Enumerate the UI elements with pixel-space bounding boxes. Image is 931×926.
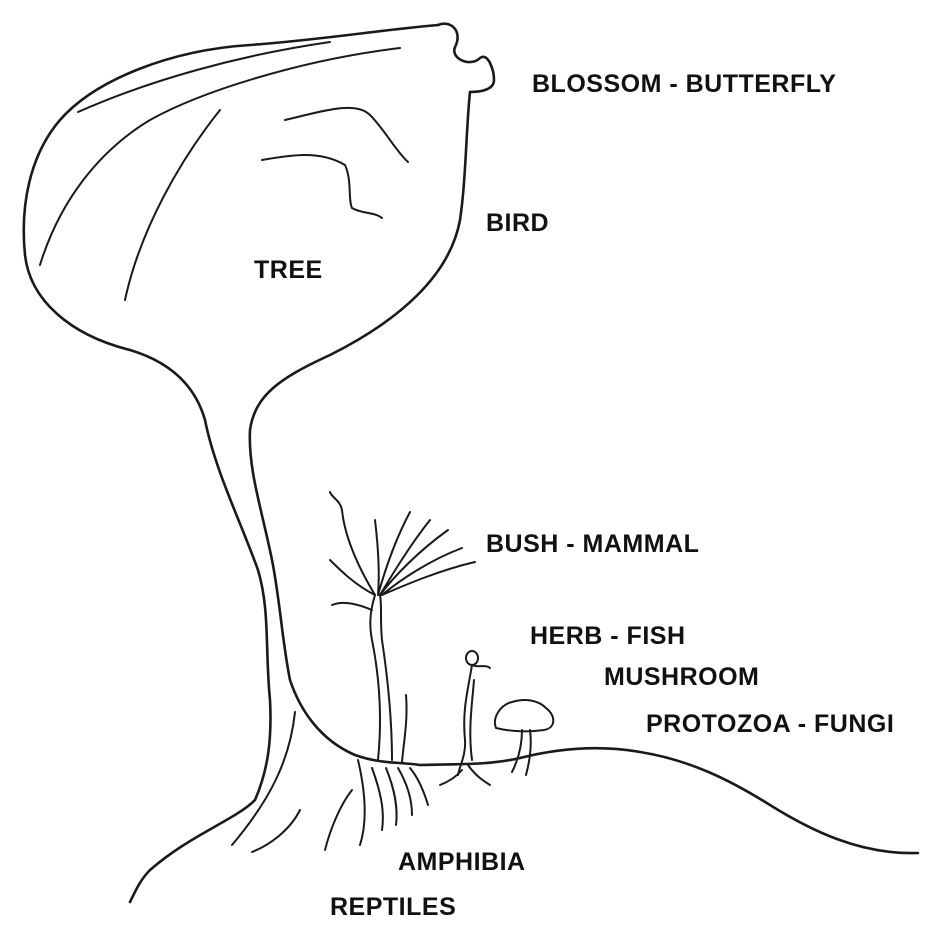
crown-vein [40, 48, 400, 265]
bush-stem [402, 695, 407, 762]
root [358, 760, 365, 845]
herb-flower [466, 651, 478, 665]
mushroom-stem [526, 730, 531, 775]
herb-root [468, 765, 490, 785]
root [372, 768, 383, 830]
ground-line [420, 748, 918, 853]
label-mushroom: MUSHROOM [604, 665, 759, 690]
herb-leaf [472, 665, 490, 668]
label-protozoa-fungi: PROTOZOA - FUNGI [646, 712, 894, 737]
bush-branch [332, 603, 372, 610]
label-bush-mammal: BUSH - MAMMAL [486, 532, 699, 557]
herb-stem [470, 680, 474, 760]
root [386, 768, 397, 825]
label-blossom-butterfly: BLOSSOM - BUTTERFLY [532, 72, 836, 97]
crown-vein [262, 155, 382, 218]
root [252, 810, 300, 852]
root [398, 768, 412, 815]
crown-vein [285, 108, 408, 162]
label-bird: BIRD [486, 211, 549, 236]
root [325, 790, 352, 850]
bush [330, 492, 475, 762]
bush-branch [380, 520, 430, 595]
bush-branch [382, 562, 475, 595]
crown-vein [125, 110, 220, 300]
root [410, 768, 428, 805]
bush-stem [380, 595, 392, 760]
bush-branch [380, 530, 448, 595]
label-reptiles: REPTILES [330, 895, 456, 920]
tree-crown-right-edge [250, 92, 470, 765]
mushroom [495, 700, 553, 775]
herb-root [440, 770, 462, 785]
tree-crown-blossom [438, 24, 494, 92]
mushroom-cap [495, 700, 553, 731]
label-herb-fish: HERB - FISH [530, 624, 686, 649]
crown-vein [78, 42, 330, 112]
mushroom-stem [512, 730, 522, 772]
tree-crown-left-edge [24, 25, 438, 902]
bush-branch [330, 560, 375, 595]
label-amphibia: AMPHIBIA [398, 850, 526, 875]
crown-veins [40, 42, 408, 300]
bush-branch [375, 520, 379, 595]
label-tree: TREE [254, 258, 323, 283]
bush-stem [370, 595, 380, 760]
